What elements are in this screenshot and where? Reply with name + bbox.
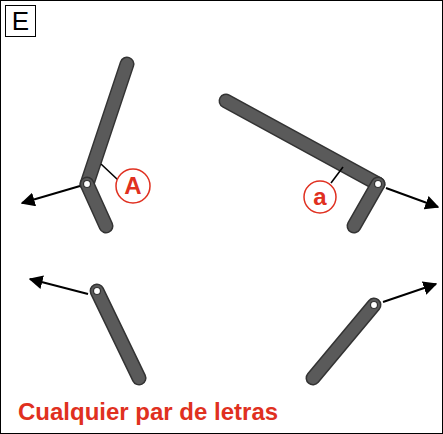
limb-top-right [226,101,438,226]
leader-line [331,167,343,183]
limb-bottom-left [30,279,139,378]
limb-bottom-right [313,284,436,378]
limb-top-left [22,64,127,226]
motion-arrow [383,284,436,302]
callout-circle: A [115,168,151,204]
callout-letter: a [313,185,326,209]
motion-arrow [22,186,80,203]
caption-note: Cualquier par de letras [18,398,278,426]
motion-arrow [30,279,88,294]
panel-letter: E [12,8,29,34]
leader-line [101,164,118,180]
callout-circle: a [303,180,337,214]
callout-letter: A [124,174,141,198]
panel-letter-box: E [5,5,36,37]
motion-arrow [386,188,438,207]
